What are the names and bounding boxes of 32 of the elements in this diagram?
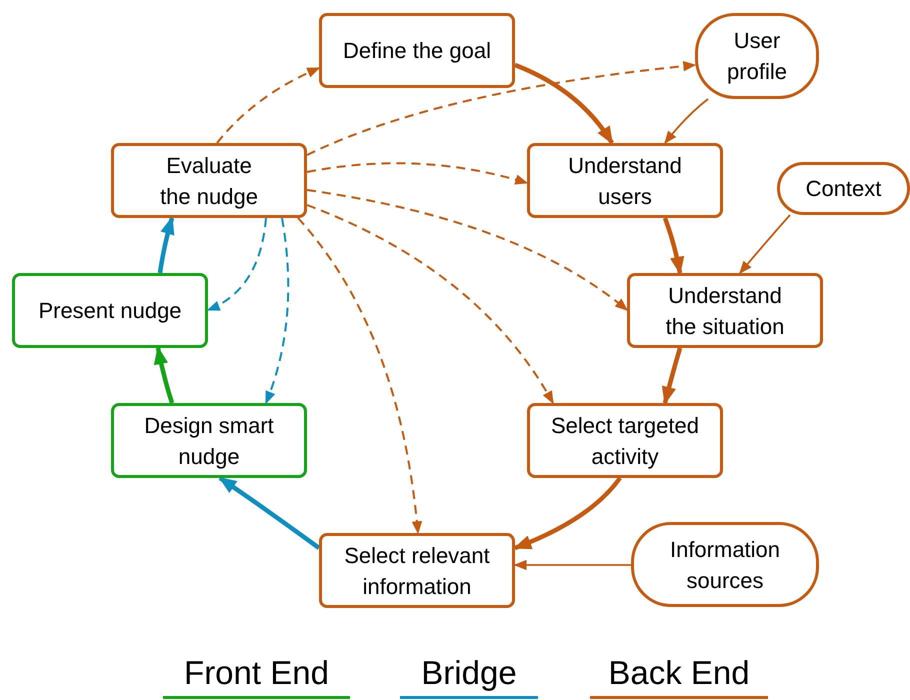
arrow <box>514 62 614 145</box>
process-box: Understand users <box>527 143 723 218</box>
process-box: Design smart nudge <box>111 403 307 478</box>
input-pill: User profile <box>695 13 819 99</box>
arrow <box>514 560 631 570</box>
arrow <box>154 346 174 404</box>
dashed-arrow <box>306 162 528 185</box>
process-box: Evaluate the nudge <box>111 143 307 218</box>
legend-label: Front End <box>183 654 330 692</box>
dashed-arrow <box>306 189 628 311</box>
dashed-arrow <box>297 217 422 534</box>
dashed-arrow <box>216 67 320 144</box>
arrow <box>513 476 622 550</box>
arrow <box>218 476 320 550</box>
process-box: Define the goal <box>319 13 515 88</box>
legend-label: Back End <box>607 654 751 692</box>
dashed-arrow <box>206 218 267 311</box>
dashed-arrow <box>306 204 554 404</box>
legend-label: Bridge <box>420 654 518 692</box>
process-box: Select targeted activity <box>527 403 723 478</box>
arrow <box>662 347 682 405</box>
process-box: Select relevant information <box>319 533 515 608</box>
input-pill: Context <box>777 162 910 215</box>
arrow <box>662 217 684 275</box>
arrow <box>158 216 174 274</box>
input-pill: Information sources <box>631 522 819 607</box>
dashed-arrow <box>306 61 696 156</box>
process-box: Understand the situation <box>627 273 823 348</box>
dashed-arrow <box>265 218 290 404</box>
arrow <box>664 98 709 144</box>
process-box: Present nudge <box>12 273 208 348</box>
arrow <box>739 214 791 274</box>
